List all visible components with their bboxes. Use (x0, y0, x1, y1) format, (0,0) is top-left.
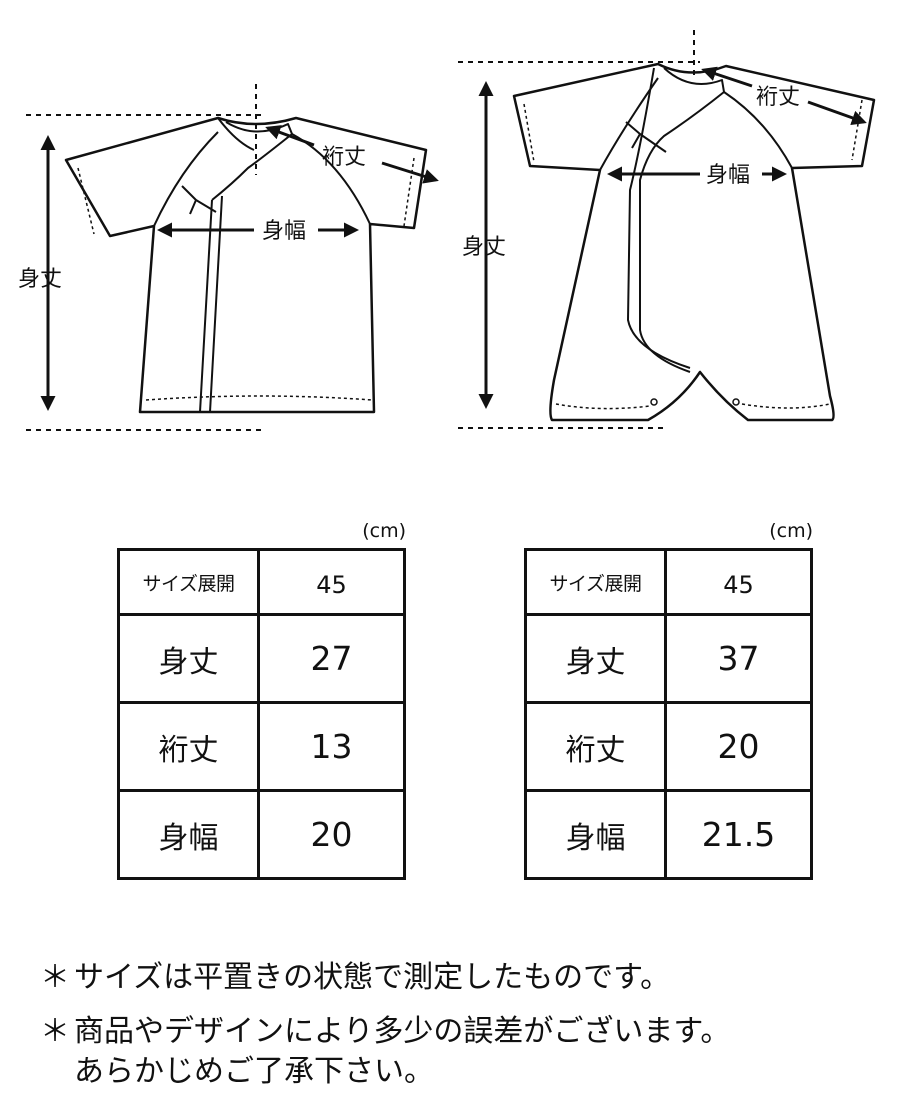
note-text-1: サイズは平置きの状態で測定したものです。 (74, 960, 671, 995)
table-row: 裄丈 20 (524, 701, 813, 792)
row-label-sleeve-length: 裄丈 (524, 701, 667, 792)
note-bullet: ＊ (40, 960, 70, 995)
row-label-body-width: 身幅 (117, 789, 260, 880)
note-text-2a: 商品やデザインにより多少の誤差がございます。 (74, 1014, 731, 1049)
left-body-width-label: 身幅 (262, 219, 306, 244)
row-label-sleeve-length: 裄丈 (117, 701, 260, 792)
left-measure-guides (26, 84, 439, 431)
right-sleeve-length-label: 裄丈 (756, 85, 800, 110)
size-header-value: 45 (664, 548, 813, 616)
right-body-length-label: 身丈 (462, 235, 506, 260)
garment-diagram: 身丈 裄丈 身幅 身丈 裄丈 身幅 (18, 30, 876, 431)
size-table: サイズ展開 45 身丈 27 裄丈 13 身幅 20 (117, 548, 406, 880)
note-line-3: あらかじめご了承下さい。 (40, 1052, 730, 1092)
table-row: 身幅 20 (117, 789, 406, 880)
table-row: 身丈 27 (117, 613, 406, 704)
row-label-body-width: 身幅 (524, 789, 667, 880)
unit-label: (cm) (769, 520, 813, 542)
size-table-left: (cm) サイズ展開 45 身丈 27 裄丈 13 身幅 20 (117, 520, 406, 880)
size-header-label: サイズ展開 (117, 548, 260, 616)
unit-label: (cm) (362, 520, 406, 542)
row-value-body-width: 21.5 (664, 789, 813, 880)
table-row: 裄丈 13 (117, 701, 406, 792)
size-table-right: (cm) サイズ展開 45 身丈 37 裄丈 20 身幅 21.5 (524, 520, 813, 880)
table-row: 身幅 21.5 (524, 789, 813, 880)
size-header-label: サイズ展開 (524, 548, 667, 616)
long-combination-illustration (512, 62, 876, 422)
row-value-sleeve-length: 20 (664, 701, 813, 792)
table-row: 身丈 37 (524, 613, 813, 704)
size-header-value: 45 (257, 548, 406, 616)
note-line-1: ＊サイズは平置きの状態で測定したものです。 (40, 958, 730, 998)
note-text-2b: あらかじめご了承下さい。 (74, 1054, 434, 1089)
note-line-2: ＊商品やデザインにより多少の誤差がございます。 (40, 1012, 730, 1052)
row-value-body-length: 37 (664, 613, 813, 704)
size-table: サイズ展開 45 身丈 37 裄丈 20 身幅 21.5 (524, 548, 813, 880)
row-value-body-width: 20 (257, 789, 406, 880)
right-measure-guides (458, 30, 867, 429)
table-row: サイズ展開 45 (117, 548, 406, 616)
row-value-sleeve-length: 13 (257, 701, 406, 792)
note-bullet: ＊ (40, 1014, 70, 1049)
table-row: サイズ展開 45 (524, 548, 813, 616)
right-body-width-label: 身幅 (706, 163, 750, 188)
short-undershirt-illustration (64, 116, 428, 414)
row-value-body-length: 27 (257, 613, 406, 704)
left-sleeve-length-label: 裄丈 (322, 145, 366, 170)
row-label-body-length: 身丈 (117, 613, 260, 704)
left-body-length-label: 身丈 (18, 267, 62, 292)
row-label-body-length: 身丈 (524, 613, 667, 704)
notes: ＊サイズは平置きの状態で測定したものです。 ＊商品やデザインにより多少の誤差がご… (40, 958, 730, 1092)
